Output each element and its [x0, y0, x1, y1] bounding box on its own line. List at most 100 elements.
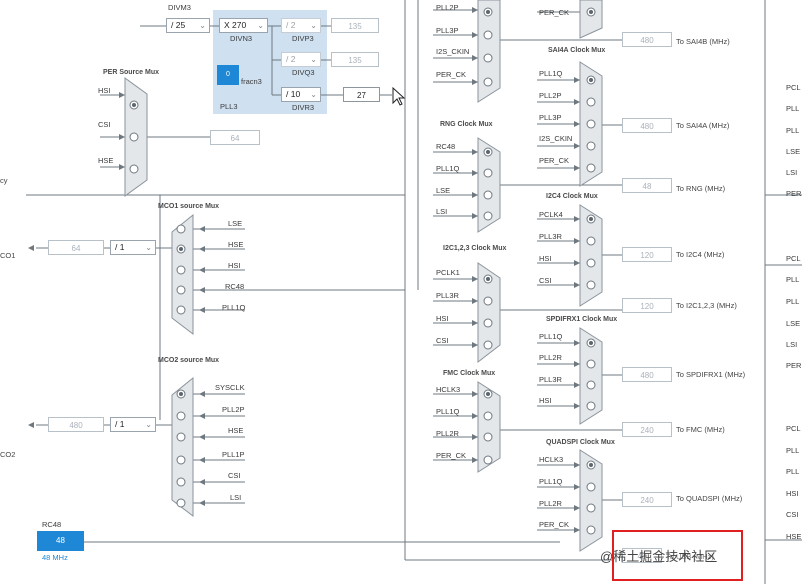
rng-input-2: LSE — [436, 186, 451, 195]
quadspi-mux-title: QUADSPI Clock Mux — [546, 439, 615, 446]
chevron-down-icon: ⌄ — [145, 420, 152, 429]
spdif-dest: To SPDIFRX1 (MHz) — [676, 370, 746, 379]
usb-output[interactable]: 48 — [622, 548, 662, 563]
fmc-output[interactable]: 240 — [622, 422, 672, 437]
rng-dest: To RNG (MHz) — [676, 184, 726, 193]
edge-label: LSE — [786, 147, 801, 156]
divr3-select[interactable]: / 10⌄ — [281, 87, 321, 102]
i2c123-dest: To I2C1,2,3 (MHz) — [676, 301, 737, 310]
fmc-input-1: PLL1Q — [436, 407, 460, 416]
i2c4-input-0: PCLK4 — [539, 210, 563, 219]
edge-label: HSI — [786, 489, 799, 498]
divr3-output[interactable]: 27 — [343, 87, 380, 102]
mco1-input-hse: HSE — [228, 240, 244, 249]
fmc-input-0: HCLK3 — [436, 385, 461, 394]
rc48-label: RC48 — [42, 520, 62, 529]
edge-label: PLL — [786, 275, 800, 284]
divm3-select[interactable]: / 25⌄ — [166, 18, 210, 33]
pll3-label: PLL3 — [220, 102, 238, 111]
i2c4-input-1: PLL3R — [539, 232, 562, 241]
per-ck-output[interactable]: 64 — [210, 130, 260, 145]
divp3-output[interactable]: 135 — [331, 18, 379, 33]
sai4a-input-4: PER_CK — [539, 156, 570, 165]
top-right-mux — [579, 0, 603, 39]
top-partial-mux — [477, 0, 501, 103]
mco2-div-select[interactable]: / 1⌄ — [110, 417, 156, 432]
i2c123-mux-title: I2C1,2,3 Clock Mux — [443, 245, 507, 252]
i2c4-output[interactable]: 120 — [622, 247, 672, 262]
cut-label: cy — [0, 176, 8, 185]
divp3-select[interactable]: / 2⌄ — [281, 18, 321, 33]
usb-dest: To USB (MHz) — [666, 552, 714, 561]
mco2-output[interactable]: 480 — [48, 417, 104, 432]
divp3-label: DIVP3 — [292, 34, 314, 43]
divq3-output[interactable]: 135 — [331, 52, 379, 67]
mco1-input-pll1q: PLL1Q — [222, 303, 246, 312]
rc48-oscillator-value[interactable]: 48 — [37, 531, 84, 551]
sai4a-input-0: PLL1Q — [539, 69, 563, 78]
sai4a-input-3: I2S_CKIN — [539, 134, 573, 143]
mco2-input-hse: HSE — [228, 426, 244, 435]
chevron-down-icon: ⌄ — [145, 243, 152, 252]
per-input-hse: HSE — [98, 156, 114, 165]
per-input-hsi: HSI — [98, 86, 111, 95]
chevron-down-icon: ⌄ — [310, 21, 317, 30]
edge-label: PER — [786, 361, 802, 370]
chevron-down-icon: ⌄ — [257, 21, 264, 30]
mco2-input-pll2p: PLL2P — [222, 405, 245, 414]
edge-label: PCL — [786, 424, 801, 433]
spdif-clock-mux — [579, 327, 603, 425]
mco2-pin-label: CO2 — [0, 450, 16, 459]
i2c123-input-2: HSI — [436, 314, 449, 323]
sai4a-mux-title: SAI4A Clock Mux — [548, 47, 606, 54]
quadspi-clock-mux — [579, 449, 603, 552]
mco1-mux-title: MCO1 source Mux — [158, 203, 220, 210]
divm3-label: DIVM3 — [168, 3, 191, 12]
edge-label: PER — [786, 189, 802, 198]
top-right-mux-input-perck: PER_CK — [539, 8, 570, 17]
divn3-label: DIVN3 — [230, 34, 253, 43]
edge-label: LSI — [786, 168, 798, 177]
i2c123-output[interactable]: 120 — [622, 298, 672, 313]
spdif-input-0: PLL1Q — [539, 332, 563, 341]
i2c4-clock-mux — [579, 204, 603, 307]
sai4a-output[interactable]: 480 — [622, 118, 672, 133]
divr3-label: DIVR3 — [292, 103, 315, 112]
divq3-select[interactable]: / 2⌄ — [281, 52, 321, 67]
sai4a-dest: To SAI4A (MHz) — [676, 121, 730, 130]
edge-label: HSE — [786, 532, 802, 541]
i2c4-input-3: CSI — [539, 276, 552, 285]
edge-label: LSI — [786, 340, 798, 349]
per-input-csi: CSI — [98, 120, 111, 129]
mco1-input-hsi: HSI — [228, 261, 241, 270]
i2c123-input-3: CSI — [436, 336, 449, 345]
rng-input-1: PLL1Q — [436, 164, 460, 173]
mco1-output[interactable]: 64 — [48, 240, 104, 255]
highlight-box — [612, 530, 743, 581]
mco1-div-select[interactable]: / 1⌄ — [110, 240, 156, 255]
fracn3-label: fracn3 — [241, 77, 262, 86]
fmc-dest: To FMC (MHz) — [676, 425, 725, 434]
rng-mux-title: RNG Clock Mux — [440, 121, 493, 128]
quadspi-output[interactable]: 240 — [622, 492, 672, 507]
top-mux-input-i2s: I2S_CKIN — [436, 47, 470, 56]
sai4b-output[interactable]: 480 — [622, 32, 672, 47]
spdif-input-3: HSI — [539, 396, 552, 405]
top-mux-input-perck: PER_CK — [436, 70, 467, 79]
spdif-input-2: PLL3R — [539, 375, 562, 384]
rng-input-0: RC48 — [436, 142, 456, 151]
top-mux-input-pll3p: PLL3P — [436, 26, 459, 35]
chevron-down-icon: ⌄ — [310, 55, 317, 64]
fracn3-input[interactable]: 0 — [217, 65, 239, 85]
spdif-output[interactable]: 480 — [622, 367, 672, 382]
chevron-down-icon: ⌄ — [310, 90, 317, 99]
rng-output[interactable]: 48 — [622, 178, 672, 193]
mco2-input-sysclk: SYSCLK — [215, 383, 245, 392]
divn3-select[interactable]: X 270⌄ — [219, 18, 268, 33]
i2c4-mux-title: I2C4 Clock Mux — [546, 193, 598, 200]
rng-input-3: LSI — [436, 207, 448, 216]
fmc-clock-mux — [477, 381, 501, 473]
mco1-input-rc48: RC48 — [225, 282, 245, 291]
